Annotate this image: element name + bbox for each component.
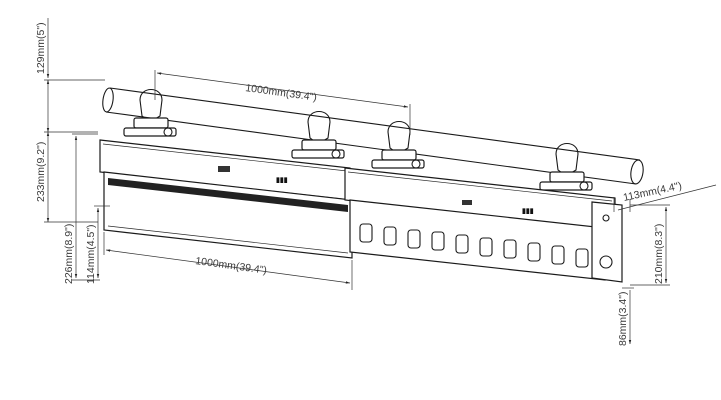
dim-210: 210mm(8.3") [630, 204, 670, 286]
height-114-label: 114mm(4.5") [85, 224, 97, 284]
fixture-right: ▮▮▮ [344, 167, 623, 283]
svg-text:▮▮▮: ▮▮▮ [522, 208, 534, 215]
dim-length-top: 1000mm(39.4") [154, 70, 411, 135]
clamp-height-label: 129mm(5") [35, 22, 47, 74]
length-top-label: 1000mm(39.4") [245, 82, 318, 104]
dim-clamp-height: 129mm(5") [35, 18, 105, 133]
svg-text:▮▮▮: ▮▮▮ [276, 177, 288, 184]
clamp-2 [291, 110, 345, 159]
fixture-height-label: 233mm(9.2") [35, 142, 47, 202]
dim-226: 226mm(8.9") [63, 133, 100, 284]
length-bottom-label: 1000mm(39.4") [195, 255, 268, 277]
clamp-4 [539, 142, 593, 191]
height-86-label: 86mm(3.4") [617, 292, 629, 347]
lens-row [359, 223, 589, 268]
height-226-label: 226mm(8.9") [63, 224, 75, 284]
dim-114: 114mm(4.5") [85, 205, 110, 284]
fixture-left: ▮▮▮ [99, 139, 353, 259]
clamp-1 [123, 88, 177, 137]
dim-113: 113mm(4.4") [613, 180, 717, 212]
height-210-label: 210mm(8.3") [653, 224, 665, 284]
dim-86: 86mm(3.4") [617, 287, 634, 347]
dim-fixture-height: 233mm(9.2") [35, 132, 98, 223]
clamp-3 [371, 120, 425, 169]
